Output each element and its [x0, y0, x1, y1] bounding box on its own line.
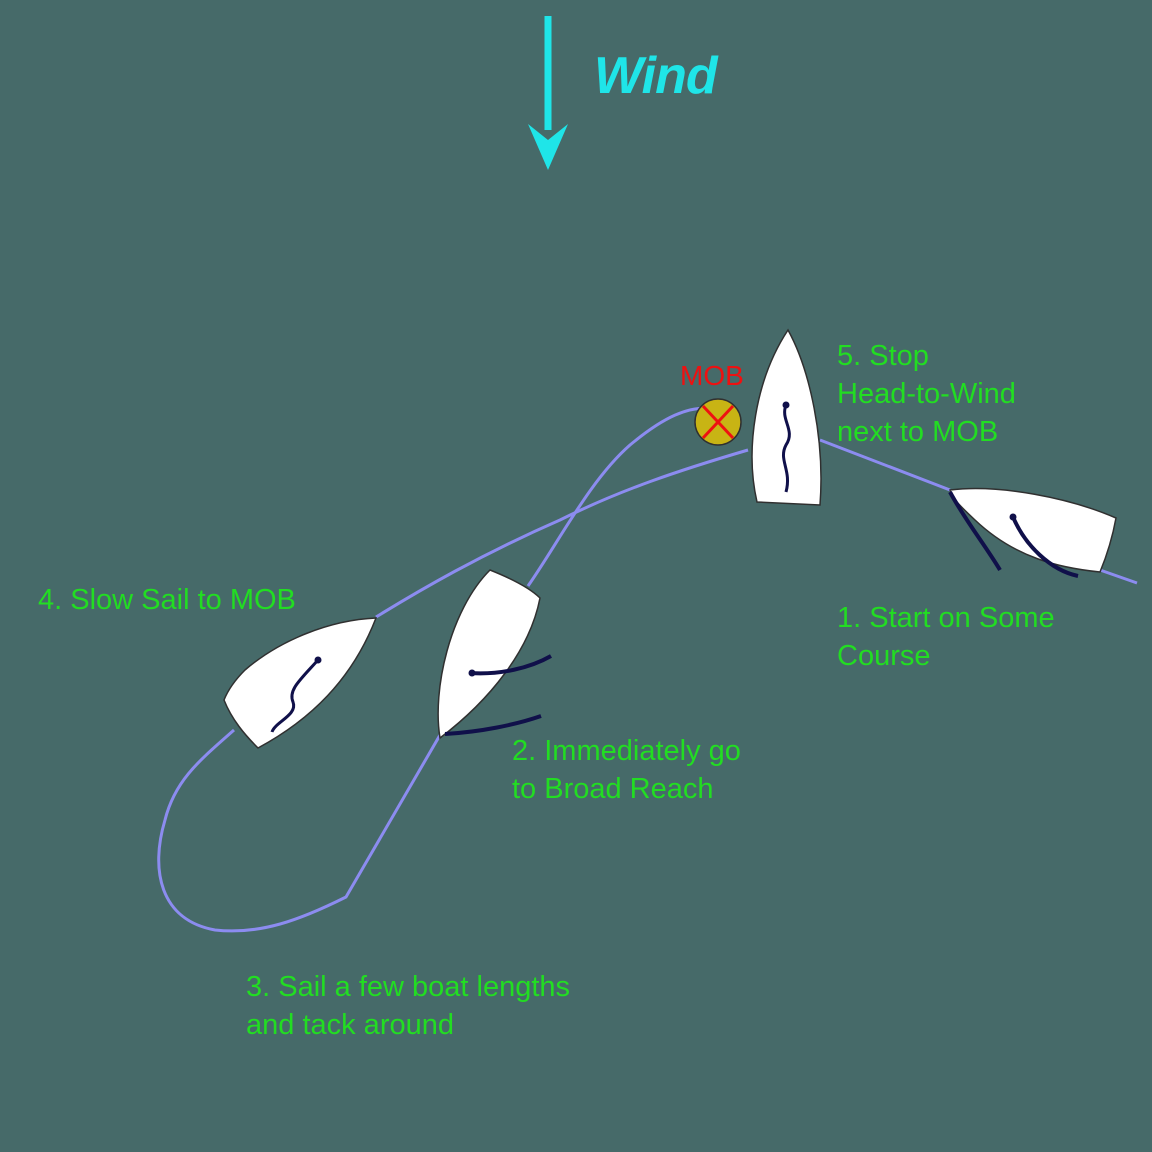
boat-broad-reach-sail-1	[469, 654, 552, 676]
step-4-line-1: 4. Slow Sail to MOB	[38, 584, 296, 616]
step-3-label: 3. Sail a few boat lengths and tack arou…	[246, 968, 570, 1044]
wind-label: Wind	[594, 47, 718, 105]
boat-slow-sail-sail	[270, 658, 320, 733]
step-2-label: 2. Immediately go to Broad Reach	[512, 732, 741, 808]
step-1-label: 1. Start on Some Course	[837, 599, 1055, 675]
boat-broad-reach-mast	[468, 669, 476, 677]
step-3-line-1: 3. Sail a few boat lengths	[246, 971, 571, 1003]
boat-slow-sail	[223, 617, 378, 749]
step-4-label: 4. Slow Sail to MOB	[38, 581, 296, 619]
boat-stop-mast	[782, 401, 790, 409]
mob-buoy	[694, 398, 742, 446]
step-5-line-3: next to MOB	[837, 416, 999, 448]
boat-start-mast	[1009, 513, 1017, 521]
step-2-line-1: 2. Immediately go	[512, 735, 741, 767]
boat-broad-reach-sail-2	[444, 714, 542, 736]
step-5-line-2: Head-to-Wind	[837, 378, 1016, 410]
mob-label: MOB	[680, 360, 744, 391]
boat-slow-sail-mast	[314, 656, 322, 664]
boat-stop	[751, 328, 822, 506]
step-1-line-2: Course	[837, 640, 931, 672]
boat-stop-sail	[781, 404, 791, 493]
wind-arrow	[528, 16, 568, 170]
track-start-to-stop	[819, 438, 1138, 585]
step-2-line-2: to Broad Reach	[512, 773, 714, 805]
track-approach-line	[375, 448, 749, 619]
boat-broad-reach	[437, 569, 552, 740]
step-1-line-1: 1. Start on Some	[837, 602, 1055, 634]
mob-x-mark-2	[701, 404, 735, 440]
boat-start	[948, 487, 1117, 578]
step-5-label: 5. Stop Head-to-Wind next to MOB	[837, 337, 1016, 451]
track-broad-reach-loop	[157, 728, 442, 933]
step-3-line-2: and tack around	[246, 1009, 454, 1041]
course-track	[157, 406, 1138, 933]
step-5-line-1: 5. Stop	[837, 340, 929, 372]
boat-start-sail-2	[1011, 516, 1079, 578]
boat-start-sail-1	[948, 491, 1002, 572]
track-crossing-line	[526, 406, 721, 587]
